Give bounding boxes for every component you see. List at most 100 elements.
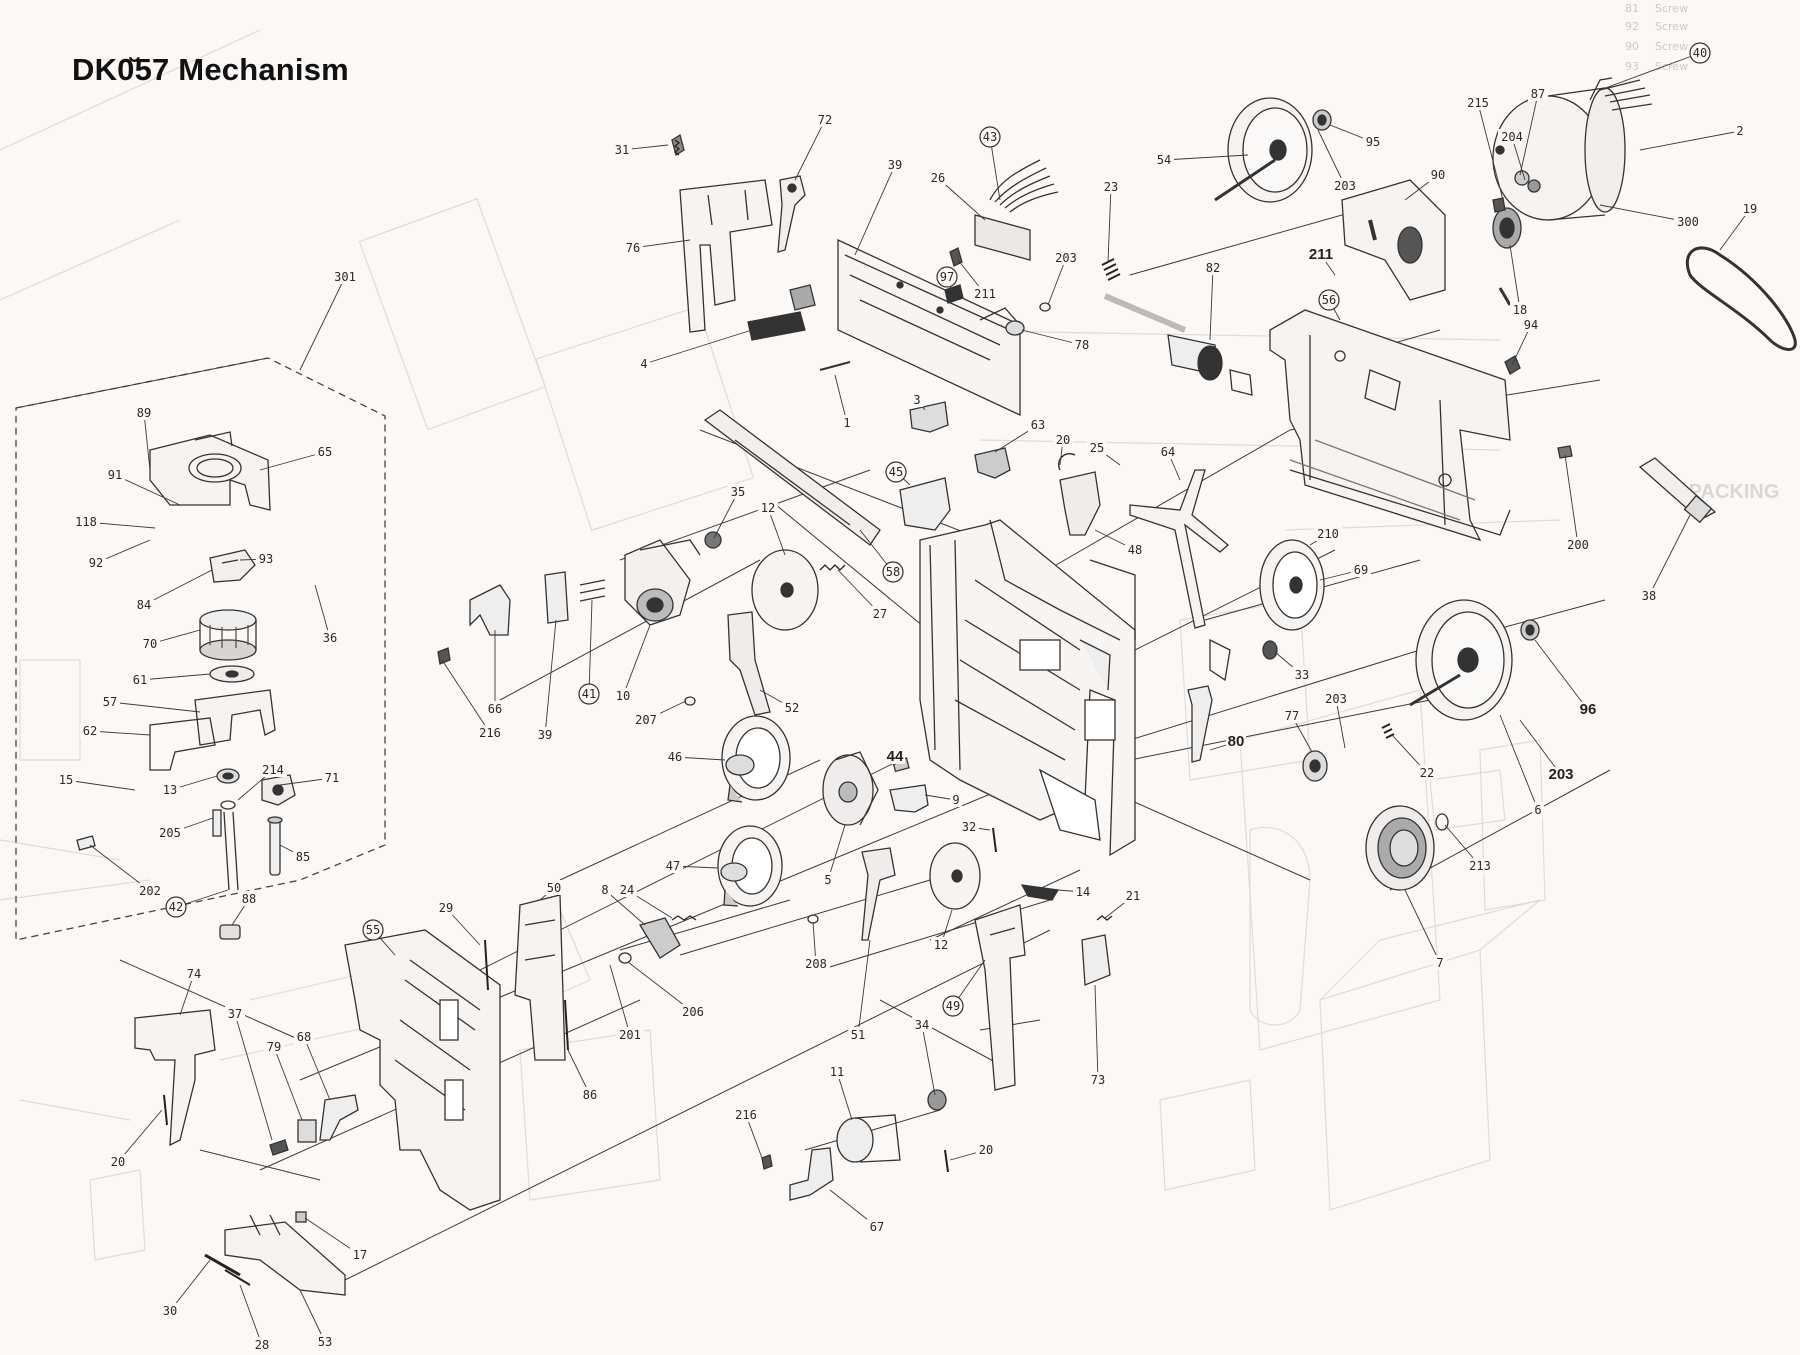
callout-backing xyxy=(638,356,650,371)
callout-leader xyxy=(303,1036,331,1101)
callout-backing xyxy=(931,937,951,952)
callout-number-10: 10 xyxy=(616,689,630,703)
callout-backing xyxy=(56,772,76,787)
callout-number-53: 53 xyxy=(318,1335,332,1349)
callout-backing xyxy=(1363,134,1383,149)
callout-number-216: 216 xyxy=(479,726,501,740)
callout-backing xyxy=(315,1334,335,1349)
callout-number-58: 58 xyxy=(886,565,900,579)
callout-backing xyxy=(1528,86,1548,101)
callout-leader xyxy=(643,329,753,365)
callout-backing xyxy=(1073,884,1093,899)
callout-number-56: 56 xyxy=(1322,293,1336,307)
callout-backing xyxy=(160,1303,180,1318)
part-90-bracket xyxy=(1341,179,1512,306)
callout-number-213: 213 xyxy=(1469,859,1491,873)
callout-number-40: 40 xyxy=(1693,46,1707,60)
part-203-washer-a xyxy=(1039,302,1051,312)
callout-number-9: 9 xyxy=(952,793,959,807)
callout-backing xyxy=(1125,542,1145,557)
part-2-motor xyxy=(1492,77,1653,221)
callout-backing xyxy=(1072,337,1092,352)
callout-leader xyxy=(143,412,151,471)
callout-number-93: 93 xyxy=(259,552,273,566)
callout-leader xyxy=(441,659,491,734)
part-52-lever xyxy=(727,611,771,716)
assembly-line xyxy=(1129,649,1421,741)
callout-leader xyxy=(854,164,896,256)
callout-leader xyxy=(1639,130,1741,151)
callout-number-57: 57 xyxy=(103,695,117,709)
part-35-gear xyxy=(704,531,722,549)
part-97-clip xyxy=(944,284,964,304)
callout-number-94: 94 xyxy=(1524,318,1538,332)
callout-circle xyxy=(578,683,600,705)
part-17-pin xyxy=(295,1211,307,1223)
callout-number-300: 300 xyxy=(1677,215,1699,229)
part-7-brake xyxy=(1365,805,1435,891)
callout-backing xyxy=(822,872,834,887)
callout-backing xyxy=(80,723,100,738)
callout-backing xyxy=(580,1087,600,1102)
callout-number-41: 41 xyxy=(582,687,596,701)
callout-number-207: 207 xyxy=(635,713,657,727)
part-8-gear xyxy=(639,917,681,959)
callout-backing xyxy=(1547,767,1575,782)
callout-leader xyxy=(314,584,331,639)
faint-text-3: 90 xyxy=(1625,40,1639,53)
callout-number-203: 203 xyxy=(1325,692,1347,706)
callout-leader xyxy=(169,1259,211,1312)
faint-text-2: 92 xyxy=(1625,20,1639,33)
callout-backing xyxy=(535,727,555,742)
faint-text-5: Screw xyxy=(1655,2,1688,15)
callout-backing xyxy=(928,170,948,185)
assembly-line xyxy=(499,559,761,701)
callout-leader xyxy=(627,961,694,1013)
callout-backing xyxy=(184,966,204,981)
part-47-gear xyxy=(717,825,783,907)
assembly-line xyxy=(119,959,301,1041)
callout-backing xyxy=(1564,537,1592,552)
callout-number-69: 69 xyxy=(1354,563,1368,577)
callout-number-37: 37 xyxy=(228,1007,242,1021)
callout-number-76: 76 xyxy=(626,241,640,255)
part-20-spring-c xyxy=(944,1149,949,1173)
callout-backing xyxy=(782,700,802,715)
callout-backing xyxy=(160,782,180,797)
callout-number-14: 14 xyxy=(1076,885,1090,899)
part-95-washer xyxy=(1312,109,1332,131)
assembly-line xyxy=(929,869,1081,941)
callout-number-89: 89 xyxy=(137,406,151,420)
callout-number-80: 80 xyxy=(1228,733,1245,750)
callout-number-204: 204 xyxy=(1501,130,1523,144)
callout-backing xyxy=(130,672,150,687)
callout-backing xyxy=(544,880,564,895)
part-73-switch xyxy=(1081,934,1111,986)
callout-number-203: 203 xyxy=(1334,179,1356,193)
part-56-frame xyxy=(1269,309,1511,542)
faint-text-6: Screw xyxy=(1655,20,1688,33)
callout-backing xyxy=(885,749,905,764)
part-79-block xyxy=(297,1119,317,1143)
callout-leader xyxy=(1564,454,1579,546)
callout-backing xyxy=(1510,302,1530,317)
part-4-slider xyxy=(747,284,816,341)
callout-number-86: 86 xyxy=(583,1088,597,1102)
part-74-bracket xyxy=(134,1009,216,1147)
callout-number-78: 78 xyxy=(1075,338,1089,352)
callout-leader xyxy=(1519,719,1562,776)
callout-leader xyxy=(1599,204,1689,223)
callout-circle xyxy=(1318,289,1340,311)
callout-backing xyxy=(331,269,359,284)
callout-leader xyxy=(609,964,631,1036)
callout-number-96: 96 xyxy=(1580,701,1597,718)
callout-backing xyxy=(315,444,335,459)
part-12b-disk xyxy=(929,842,981,910)
callout-leader xyxy=(1534,639,1589,711)
callout-leader xyxy=(921,1024,936,1096)
callout-backing xyxy=(476,725,504,740)
assembly-line xyxy=(344,929,1051,1281)
callout-backing xyxy=(870,606,890,621)
callout-number-70: 70 xyxy=(143,637,157,651)
callout-number-25: 25 xyxy=(1090,441,1104,455)
